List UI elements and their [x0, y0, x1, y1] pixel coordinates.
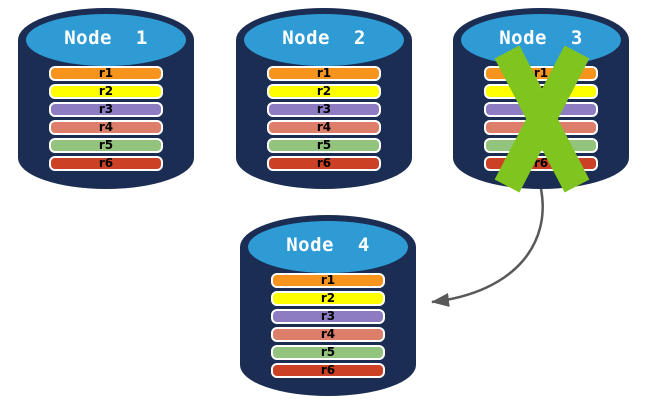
node-1: Node 1 r1 r2 r3 r4 r5 r6 [18, 8, 194, 190]
cylinder-top [26, 14, 186, 66]
failure-x-icon [494, 45, 590, 193]
row-stack: r1 r2 r3 r4 r5 r6 [271, 273, 385, 378]
node-2: Node 2 r1 r2 r3 r4 r5 r6 [236, 8, 412, 190]
cylinder-top [244, 14, 404, 66]
replica-row: r1 [267, 66, 381, 81]
replica-row: r1 [271, 273, 385, 288]
replica-row: r6 [49, 156, 163, 171]
arrow-curve [431, 188, 544, 307]
node-title: Node 3 [499, 27, 583, 49]
replica-row: r2 [267, 84, 381, 99]
replica-row: r4 [267, 120, 381, 135]
replica-row: r6 [267, 156, 381, 171]
replica-row: r3 [49, 102, 163, 117]
replica-row: r4 [271, 327, 385, 342]
node-title: Node 1 [64, 27, 148, 49]
replica-row: r2 [271, 291, 385, 306]
replica-row: r2 [49, 84, 163, 99]
replica-row: r1 [49, 66, 163, 81]
replica-row: r5 [267, 138, 381, 153]
node-4: Node 4 r1 r2 r3 r4 r5 r6 [240, 215, 416, 397]
node-title: Node 4 [286, 234, 370, 256]
node-3: Node 3 r1 r2 r3 r4 r5 r6 [453, 8, 629, 193]
replica-row: r4 [49, 120, 163, 135]
replica-row: r5 [49, 138, 163, 153]
replica-row: r6 [271, 363, 385, 378]
replica-row: r3 [271, 309, 385, 324]
node-title: Node 2 [282, 27, 366, 49]
replica-row: r3 [267, 102, 381, 117]
replica-row: r5 [271, 345, 385, 360]
x-stroke [494, 45, 590, 193]
cylinder-top [248, 221, 408, 273]
cylinder-top [461, 14, 621, 66]
row-stack: r1 r2 r3 r4 r5 r6 [49, 66, 163, 171]
row-stack: r1 r2 r3 r4 r5 r6 [267, 66, 381, 171]
